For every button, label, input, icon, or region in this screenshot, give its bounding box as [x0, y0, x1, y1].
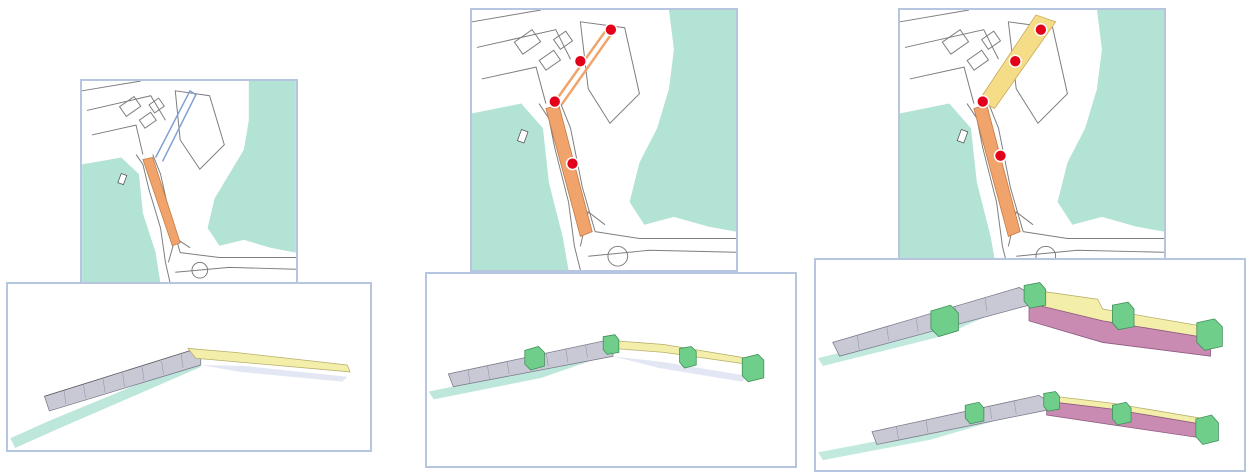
- marker-icon: [565, 156, 580, 171]
- stage2-3d-panel: [425, 272, 797, 468]
- stage3-map-panel: [898, 8, 1166, 272]
- block-icon: [602, 334, 620, 355]
- block-icon: [1196, 318, 1223, 351]
- block-icon: [1112, 301, 1135, 331]
- stage3-3d-panel: [814, 258, 1246, 472]
- marker-icon: [976, 94, 990, 109]
- block-icon: [1023, 282, 1047, 309]
- lagoon-area: [1057, 10, 1164, 232]
- block-icon: [964, 401, 985, 425]
- lagoon-area: [629, 10, 736, 232]
- sea-area: [900, 103, 997, 270]
- stage1-blue-outline: [155, 89, 197, 162]
- block-icon: [679, 346, 697, 369]
- marker-icon: [548, 94, 562, 109]
- wall-top-yellow: [187, 347, 351, 373]
- marker-icon: [573, 54, 588, 68]
- stage1-3d-view: [10, 284, 368, 450]
- stage2-map-panel: [470, 8, 738, 272]
- marker-icon: [1034, 23, 1048, 37]
- block-icon: [1043, 391, 1060, 412]
- wall-shadow: [612, 356, 748, 382]
- block-icon: [741, 353, 765, 383]
- sea-area: [472, 103, 569, 270]
- marker-icon: [993, 149, 1008, 163]
- stage1-map-panel: [80, 79, 298, 286]
- stage1-3d-panel: [6, 282, 372, 452]
- marker-icon: [604, 23, 618, 37]
- stage3-view-lower: [818, 391, 1219, 461]
- stage2-map: [472, 10, 736, 270]
- block-icon: [524, 346, 545, 371]
- block-icon: [1112, 401, 1132, 426]
- lagoon-area: [207, 81, 296, 253]
- stage2-3d-view: [428, 274, 794, 466]
- stage3-map: [900, 10, 1164, 270]
- water-strip: [10, 360, 201, 449]
- stage3-3d-views: [818, 260, 1242, 470]
- marker-icon: [1008, 54, 1022, 68]
- water-strip: [428, 344, 615, 400]
- sea-area: [82, 157, 161, 284]
- stage1-highlight-route: [142, 157, 181, 247]
- stage1-map: [82, 81, 296, 284]
- stage3-view-upper: [818, 282, 1223, 366]
- block-icon: [1195, 414, 1219, 445]
- wall-shadow: [200, 365, 348, 382]
- block-icon: [930, 304, 959, 337]
